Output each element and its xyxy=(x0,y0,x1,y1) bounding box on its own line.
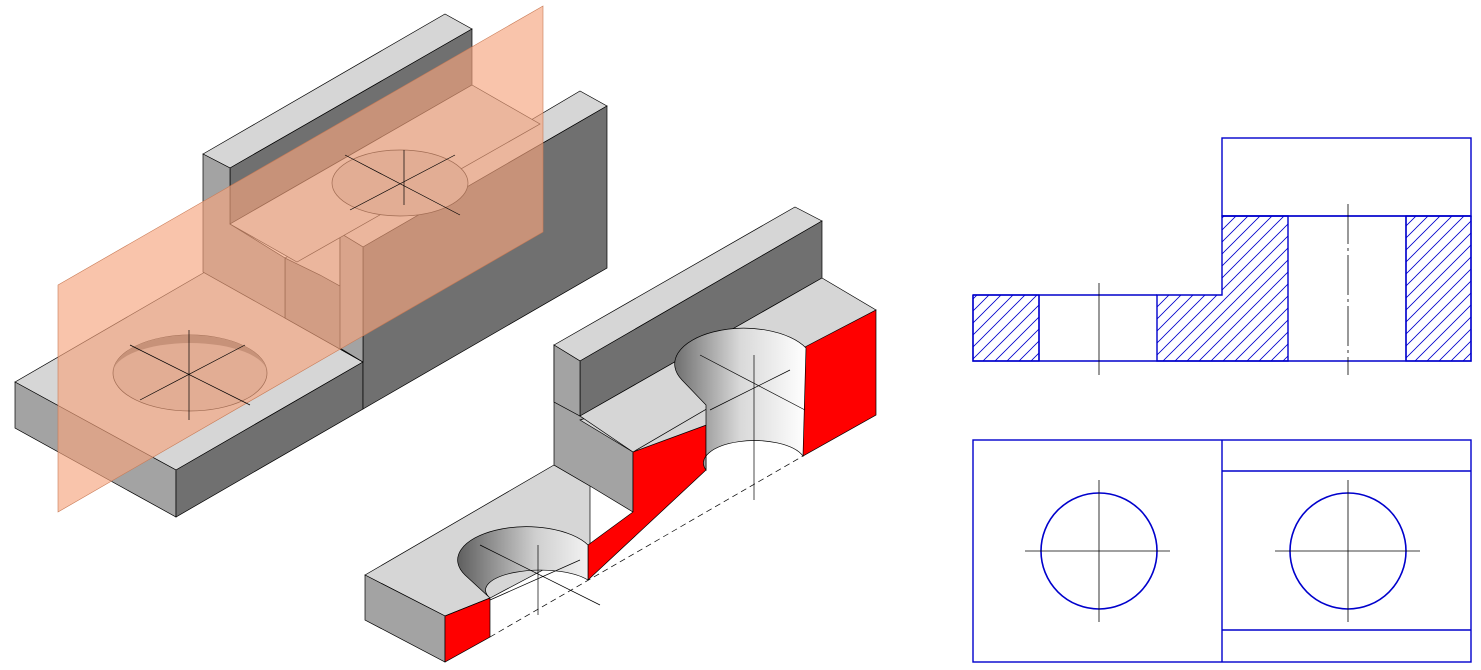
fs-hatch-3 xyxy=(1405,215,1472,362)
isometric-part-with-section-plane xyxy=(14,5,608,518)
front-section-view xyxy=(972,137,1472,375)
isometric-half-section xyxy=(364,206,877,663)
hs-upper-hole xyxy=(674,327,807,472)
hs-lower-hole xyxy=(457,526,589,599)
top-view xyxy=(972,439,1472,663)
fs-upper-rect xyxy=(1221,137,1472,217)
tv-centerlines xyxy=(1025,480,1420,622)
fs-hatch-1 xyxy=(972,294,1040,362)
fs-hatch-2 xyxy=(1156,215,1289,362)
fs-outline xyxy=(972,216,1472,362)
hs-center-marks xyxy=(479,354,806,638)
center-marks xyxy=(129,150,461,420)
section-plane xyxy=(57,5,544,513)
